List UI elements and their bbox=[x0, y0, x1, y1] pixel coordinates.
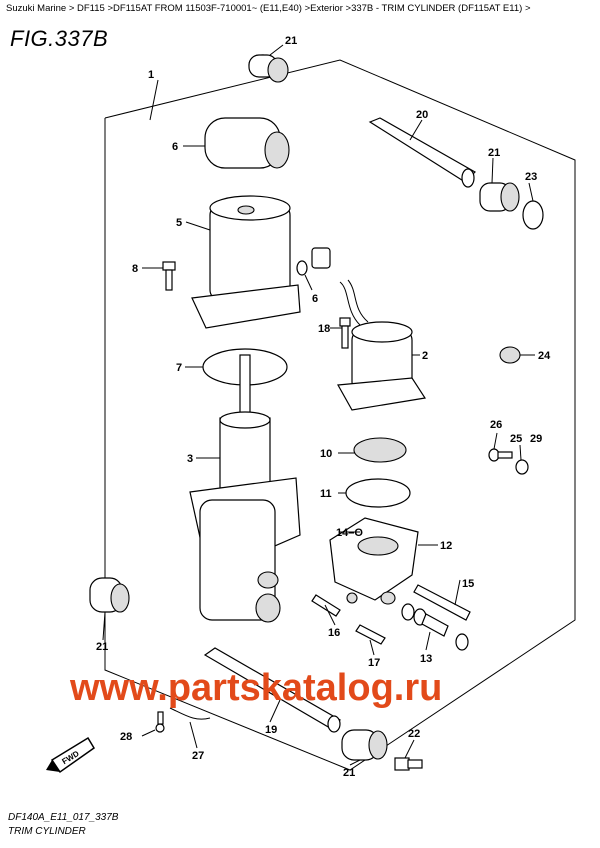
part-cylinder bbox=[189, 354, 301, 623]
part-washer-25 bbox=[515, 459, 529, 475]
part-ground-wire bbox=[155, 707, 211, 733]
part-valve-block bbox=[329, 517, 419, 605]
part-bushing-top bbox=[248, 54, 289, 83]
part-bushing-bottom bbox=[341, 729, 388, 761]
callout-19: 19 bbox=[265, 724, 277, 736]
callout-14: 14–O bbox=[336, 527, 363, 539]
callout-3: 3 bbox=[187, 453, 193, 465]
callout-21-left: 21 bbox=[96, 641, 108, 653]
callout-23: 23 bbox=[525, 171, 537, 183]
callout-21-right: 21 bbox=[488, 147, 500, 159]
callout-21-top: 21 bbox=[285, 35, 297, 47]
figure-title: FIG.337B bbox=[10, 26, 109, 51]
part-bushing-right bbox=[479, 182, 520, 212]
callout-5: 5 bbox=[176, 217, 182, 229]
part-cap bbox=[204, 117, 290, 169]
part-bolt-17 bbox=[355, 624, 386, 645]
part-oring-11 bbox=[345, 478, 411, 508]
callout-10: 10 bbox=[320, 448, 332, 460]
part-motor-housing bbox=[191, 195, 301, 329]
callout-6: 6 bbox=[312, 293, 318, 305]
part-rod-lower bbox=[203, 647, 342, 733]
part-clip-24 bbox=[499, 346, 521, 364]
callout-12: 12 bbox=[440, 540, 452, 552]
callout-27: 27 bbox=[192, 750, 204, 762]
callout-2: 2 bbox=[422, 350, 428, 362]
callout-15: 15 bbox=[462, 578, 474, 590]
part-valve-parts-13 bbox=[401, 603, 469, 651]
part-ring bbox=[522, 200, 544, 230]
callout-7: 7 bbox=[176, 362, 182, 374]
part-bushing-left bbox=[89, 577, 130, 613]
callout-18: 18 bbox=[318, 323, 330, 335]
callout-11: 11 bbox=[320, 488, 332, 500]
part-bolt-8 bbox=[162, 261, 176, 291]
callout-20: 20 bbox=[416, 109, 428, 121]
footer-name: TRIM CYLINDER bbox=[8, 826, 86, 837]
part-10 bbox=[353, 437, 407, 463]
part-bolt-15 bbox=[413, 584, 471, 621]
callout-26: 26 bbox=[490, 419, 502, 431]
callout-22: 22 bbox=[408, 728, 420, 740]
callout-4: 6 bbox=[172, 141, 178, 153]
callout-28: 28 bbox=[120, 731, 132, 743]
callout-8: 8 bbox=[132, 263, 138, 275]
callout-17: 17 bbox=[368, 657, 380, 669]
callout-25: 25 bbox=[510, 433, 522, 445]
leader-lines bbox=[102, 44, 535, 766]
footer-code: DF140A_E11_017_337B bbox=[8, 812, 119, 823]
callout-13: 13 bbox=[420, 653, 432, 665]
fwd-arrow-icon: FWD bbox=[46, 736, 96, 774]
part-bolt-22 bbox=[394, 757, 423, 771]
part-motor bbox=[337, 279, 427, 411]
watermark: www.partskatalog.ru bbox=[69, 667, 442, 709]
callout-21-bottom: 21 bbox=[343, 767, 355, 779]
callout-16: 16 bbox=[328, 627, 340, 639]
part-bolt-16 bbox=[311, 594, 341, 617]
callout-24: 24 bbox=[538, 350, 551, 362]
part-rod-upper bbox=[368, 117, 476, 188]
callout-1: 1 bbox=[148, 69, 154, 81]
part-bolt-18 bbox=[339, 317, 351, 349]
part-fitting-6 bbox=[296, 247, 331, 276]
callout-29: 29 bbox=[530, 433, 542, 445]
part-bolt-26 bbox=[488, 448, 513, 462]
breadcrumb: Suzuki Marine > DF115 >DF115AT FROM 1150… bbox=[6, 3, 531, 14]
